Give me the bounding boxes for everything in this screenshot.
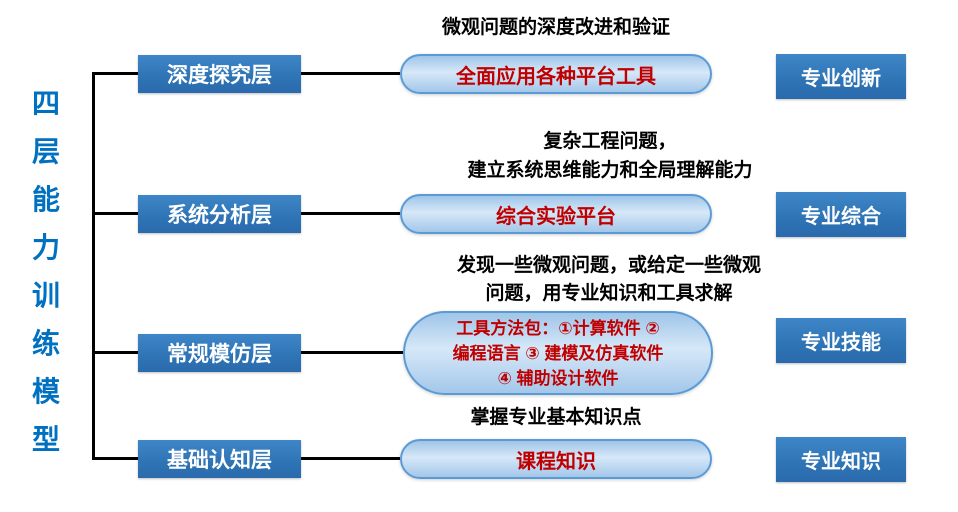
caption-row3: 发现一些微观问题，或给定一些微观 问题，用专业知识和工具求解 [456,255,761,304]
outcome-box-comprehensive: 专业综合 [776,192,906,237]
outcome-box-knowledge: 专业知识 [776,437,906,482]
outcome-box-skills: 专业技能 [776,318,906,363]
bracket-stub-row4 [92,457,138,460]
pill-row1: 全面应用各种平台工具 [400,54,712,94]
caption-row2: 复杂工程问题， 建立系统思维能力和全局理解能力 [467,131,753,181]
connector-row3 [301,351,403,354]
caption-row1: 微观问题的深度改进和验证 [441,17,670,38]
pill-row3: 工具方法包：①计算软件 ② 编程语言 ③ 建模及仿真软件 ④ 辅助设计软件 [403,311,713,395]
caption-row4: 掌握专业基本知识点 [470,407,642,428]
model-title-vertical: 四层能力训练模型 [31,88,60,455]
bracket-stub-row2 [92,212,138,215]
layer-box-deep-exploration: 深度探究层 [138,55,301,93]
bracket-vertical-line [92,72,95,460]
outcome-box-innovation: 专业创新 [776,54,906,99]
connector-row1 [301,72,400,75]
layer-box-basic-cognition: 基础认知层 [138,440,301,478]
connector-row2 [301,212,400,215]
connector-row4 [301,457,400,460]
layer-box-system-analysis: 系统分析层 [138,195,301,233]
bracket-stub-row1 [92,72,138,75]
layer-box-conventional-imitation: 常规模仿层 [138,334,301,372]
pill-row2: 综合实验平台 [400,194,712,234]
bracket-stub-row3 [92,351,138,354]
pill-row4: 课程知识 [400,439,712,479]
